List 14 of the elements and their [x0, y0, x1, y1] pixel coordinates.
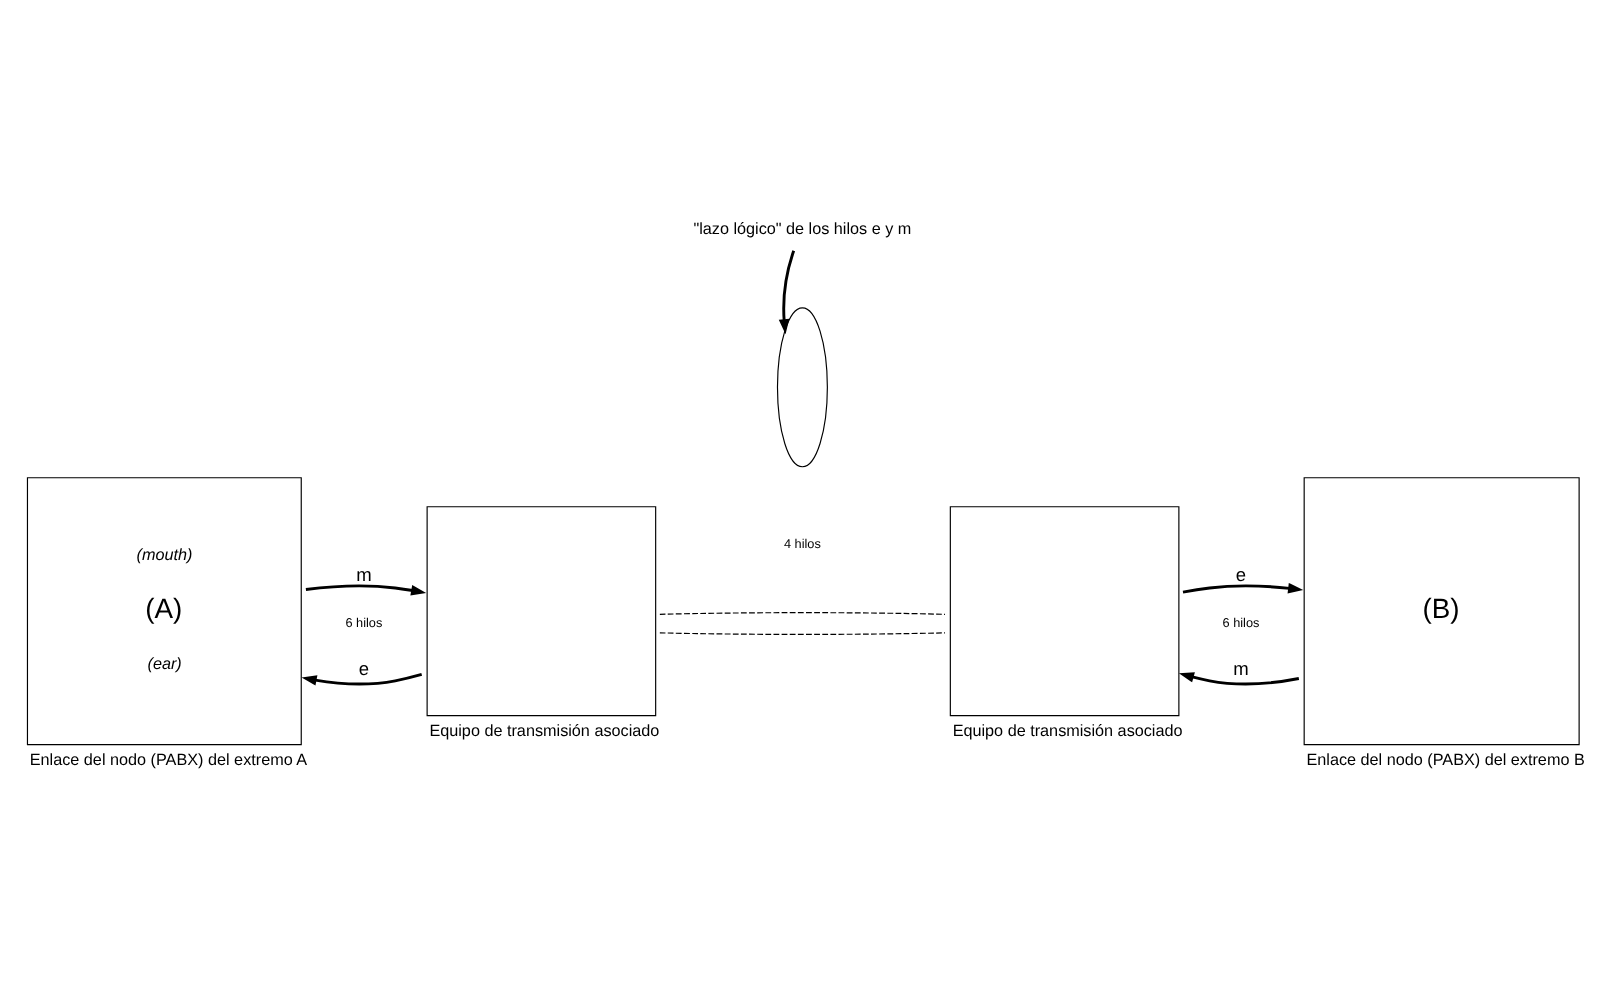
node-box — [949, 505, 1180, 716]
edge-label: e — [358, 657, 370, 678]
connector — [659, 611, 946, 614]
node-box — [426, 505, 657, 716]
connector — [659, 631, 946, 634]
arrow — [305, 583, 427, 595]
node-box: (B) — [1303, 476, 1580, 745]
arrow — [1182, 581, 1304, 593]
arrow — [1178, 671, 1300, 685]
edge-label: m — [1233, 657, 1249, 678]
edge-label: m — [356, 563, 372, 584]
edge-label: e — [1235, 563, 1247, 584]
arrow — [301, 672, 423, 685]
arrow — [778, 249, 796, 334]
